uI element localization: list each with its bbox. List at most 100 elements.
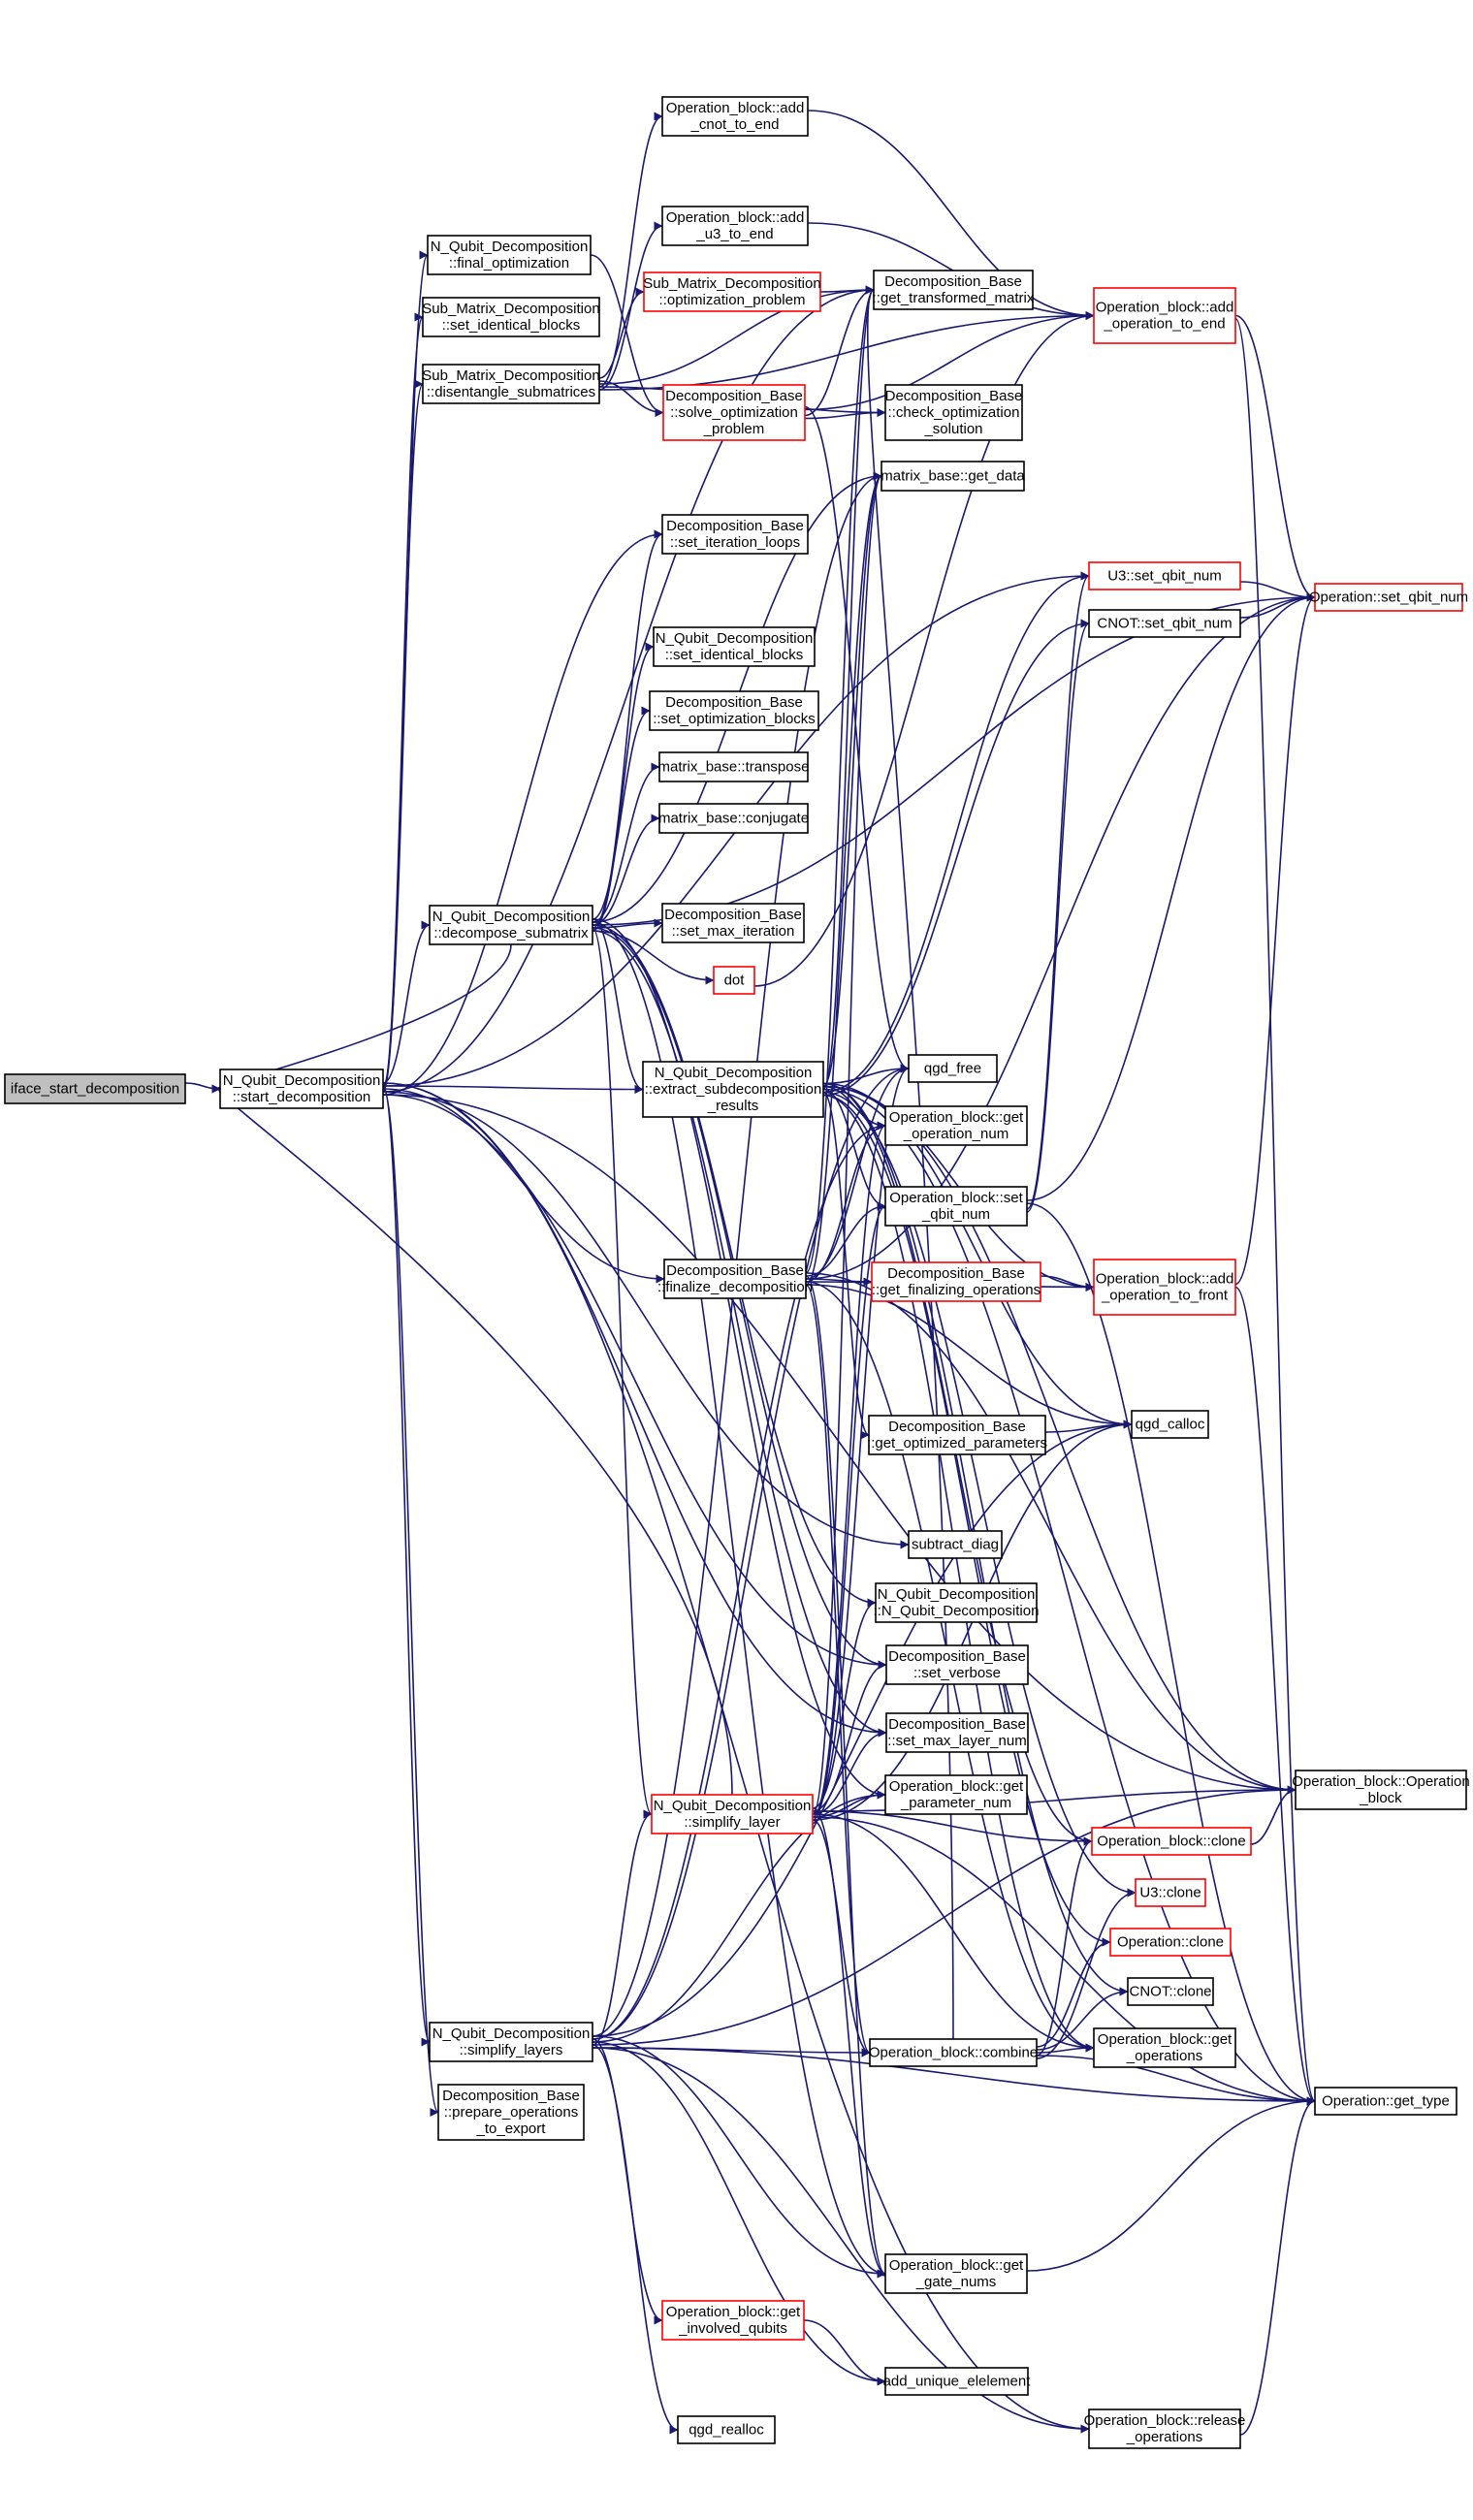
function-node-add-unique[interactable]: add_unique_elelement	[883, 2367, 1032, 2396]
function-node-cnot-set-qbit[interactable]: CNOT::set_qbit_num	[1088, 609, 1241, 638]
function-node-d-set-opt-blocks[interactable]: Decomposition_Base::set_optimization_blo…	[649, 690, 819, 731]
function-node-n-extract[interactable]: N_Qubit_Decomposition::extract_subdecomp…	[642, 1061, 824, 1118]
node-label-line: ::set_identical_blocks	[665, 647, 804, 663]
function-node-ob-get-ops[interactable]: Operation_block::get_operations	[1093, 2027, 1236, 2068]
function-node-ob-get-inv-qubits[interactable]: Operation_block::get_involved_qubits	[661, 2300, 805, 2341]
node-label-line: Operation_block::set	[889, 1190, 1023, 1206]
function-node-d-get-final-ops[interactable]: Decomposition_Base::get_finalizing_opera…	[871, 1261, 1041, 1302]
function-node-n-simplify-layer[interactable]: N_Qubit_Decomposition::simplify_layer	[651, 1794, 814, 1834]
function-node-d-set-max-layer[interactable]: Decomposition_Base::set_max_layer_num	[885, 1712, 1029, 1753]
call-edge-d_solve-to-ob_add_op_end	[804, 311, 1095, 411]
node-label-line: Decomposition_Base	[888, 1716, 1026, 1733]
function-node-s-opt-prob[interactable]: Sub_Matrix_Decomposition::optimization_p…	[643, 271, 821, 312]
call-edge-n_extract-to-d_get_tm	[822, 285, 875, 1091]
function-node-mb-transpose[interactable]: matrix_base::transpose	[658, 751, 810, 782]
call-edge-n_decomp_sub-to-mb_transpose	[592, 762, 660, 923]
call-edge-s_disent-to-s_opt_prob	[598, 287, 645, 379]
node-label-line: Operation_block::combine	[869, 2045, 1038, 2061]
node-label-line: Decomposition_Base	[888, 1419, 1026, 1435]
function-node-d-finalize[interactable]: Decomposition_Base::finalize_decompositi…	[657, 1259, 813, 1299]
call-edge-n_start-to-n_extract	[382, 1084, 644, 1094]
node-label-line: _solution	[923, 421, 982, 437]
call-edge-n_simplify_layers-to-ob_get_opnum	[592, 1121, 886, 2040]
function-node-n-set-ident[interactable]: N_Qubit_Decomposition::set_identical_blo…	[653, 626, 816, 667]
function-node-ob-add-op-end[interactable]: Operation_block::add_operation_to_end	[1093, 287, 1236, 344]
function-node-ob-ctor[interactable]: Operation_block::Operation_block	[1292, 1770, 1470, 1810]
call-edge-add_cnot-to-ob_add_op_end	[807, 110, 1095, 320]
function-node-n-start[interactable]: N_Qubit_Decomposition::start_decompositi…	[219, 1069, 384, 1109]
node-box	[1295, 1770, 1467, 1810]
function-node-op-clone[interactable]: Operation::clone	[1109, 1928, 1232, 1957]
node-label-line: _operations	[1126, 2048, 1202, 2064]
function-node-n-simplify-layers[interactable]: N_Qubit_Decomposition::simplify_layers	[429, 2022, 593, 2062]
function-node-n-decomp-sub[interactable]: N_Qubit_Decomposition::decompose_submatr…	[429, 905, 593, 945]
function-node-ob-get-param-num[interactable]: Operation_block::get_parameter_num	[884, 1774, 1028, 1815]
node-box	[868, 1415, 1046, 1455]
call-edge-n_start-to-ob_ctor	[382, 1094, 1297, 1795]
function-node-add-u3[interactable]: Operation_block::add_u3_to_end	[661, 206, 809, 246]
node-label-line: ::start_decomposition	[233, 1089, 371, 1105]
node-label-line: N_Qubit_Decomposition	[655, 1065, 813, 1081]
function-node-cnot-clone[interactable]: CNOT::clone	[1127, 1977, 1214, 2006]
node-box	[219, 1069, 384, 1109]
node-box	[653, 626, 816, 667]
function-node-qgd-calloc[interactable]: qgd_calloc	[1131, 1410, 1209, 1439]
call-edge-n_simplify_layer-to-d_set_verbose	[812, 1660, 887, 1812]
node-box	[661, 96, 809, 137]
function-node-d-set-iter[interactable]: Decomposition_Base::set_iteration_loops	[661, 514, 809, 555]
node-label-line: Decomposition_Base	[665, 388, 803, 404]
function-node-subtract-diag[interactable]: subtract_diag	[908, 1530, 1003, 1559]
node-label-line: Sub_Matrix_Decomposition	[422, 301, 599, 317]
call-edge-ob_combine-to-op_clone	[1036, 1937, 1111, 2048]
function-node-d-get-tm[interactable]: Decomposition_Base::get_transformed_matr…	[873, 270, 1035, 310]
call-edge-n_decomp_sub-to-n_start	[211, 943, 512, 1094]
function-node-mb-conj[interactable]: matrix_base::conjugate	[658, 803, 809, 834]
node-label-line: ::simplify_layer	[684, 1814, 780, 1831]
function-node-op-get-type[interactable]: Operation::get_type	[1314, 2087, 1457, 2116]
function-node-d-set-max-iter[interactable]: Decomposition_Base::set_max_iteration	[661, 903, 805, 943]
function-node-root[interactable]: iface_start_decomposition	[4, 1073, 186, 1104]
call-edge-ob_release_ops-to-op_get_type	[1239, 2096, 1316, 2436]
function-node-d-prepare-ops[interactable]: Decomposition_Base::prepare_operations_t…	[437, 2084, 585, 2141]
function-node-d-set-verbose[interactable]: Decomposition_Base::set_verbose	[885, 1644, 1029, 1685]
call-edge-ob_set_qbit-to-op_get_type	[1026, 1202, 1316, 2106]
function-node-s-set-ident[interactable]: Sub_Matrix_Decomposition::set_identical_…	[422, 297, 600, 337]
function-node-op-set-qbit[interactable]: Operation::set_qbit_num	[1309, 583, 1468, 612]
function-node-n-ctor[interactable]: N_Qubit_Decomposition::N_Qubit_Decomposi…	[874, 1582, 1040, 1623]
function-node-add-cnot[interactable]: Operation_block::add_cnot_to_end	[661, 96, 809, 137]
node-box	[1314, 583, 1463, 612]
node-box	[661, 514, 809, 555]
function-node-ob-add-op-front[interactable]: Operation_block::add_operation_to_front	[1093, 1259, 1236, 1316]
node-label-line: Operation_block::Operation	[1292, 1773, 1469, 1790]
function-node-ob-clone[interactable]: Operation_block::clone	[1091, 1827, 1252, 1856]
node-label-line: ::solve_optimization	[670, 404, 798, 421]
function-node-d-get-opt-params[interactable]: Decomposition_Base::get_optimized_parame…	[867, 1415, 1047, 1455]
node-label-line: Operation_block::clone	[1097, 1834, 1245, 1850]
function-node-ob-get-opnum[interactable]: Operation_block::get_operation_num	[884, 1105, 1028, 1146]
function-node-ob-combine[interactable]: Operation_block::combine	[869, 2038, 1038, 2067]
node-label-line: _qbit_num	[921, 1206, 990, 1223]
function-node-qgd-realloc[interactable]: qgd_realloc	[677, 2415, 776, 2444]
function-node-ob-get-gate-nums[interactable]: Operation_block::get_gate_nums	[884, 2253, 1028, 2294]
function-node-n-final-opt[interactable]: N_Qubit_Decomposition::final_optimizatio…	[427, 235, 592, 275]
function-node-u3-clone[interactable]: U3::clone	[1135, 1878, 1206, 1907]
call-edge-ob_combine-to-u3_clone	[1036, 1888, 1137, 2059]
function-node-mb-get-data[interactable]: matrix_base::get_data	[881, 461, 1025, 492]
node-box	[677, 2415, 776, 2444]
function-node-d-check[interactable]: Decomposition_Base::check_optimization_s…	[884, 384, 1023, 441]
node-box	[429, 905, 593, 945]
call-edge-n_extract-to-qgd_free	[822, 1064, 910, 1085]
function-node-dot[interactable]: dot	[713, 966, 755, 995]
function-node-d-solve[interactable]: Decomposition_Base::solve_optimization_p…	[662, 384, 806, 441]
function-node-ob-release-ops[interactable]: Operation_block::release_operations	[1084, 2408, 1246, 2449]
node-label-line: ::set_max_layer_num	[887, 1733, 1026, 1749]
node-label-line: Operation_block::add	[1096, 300, 1234, 316]
node-box	[422, 297, 600, 337]
function-node-ob-set-qbit[interactable]: Operation_block::set_qbit_num	[884, 1186, 1028, 1227]
function-node-s-disent[interactable]: Sub_Matrix_Decomposition::disentangle_su…	[422, 364, 600, 404]
call-edge-n_decomp_sub-to-d_set_max_layer	[592, 930, 887, 1738]
function-node-qgd-free[interactable]: qgd_free	[908, 1054, 998, 1083]
node-label-line: ::simplify_layers	[460, 2042, 563, 2058]
node-label-line: Operation::get_type	[1322, 2093, 1450, 2110]
function-node-u3-set-qbit[interactable]: U3::set_qbit_num	[1088, 561, 1241, 590]
